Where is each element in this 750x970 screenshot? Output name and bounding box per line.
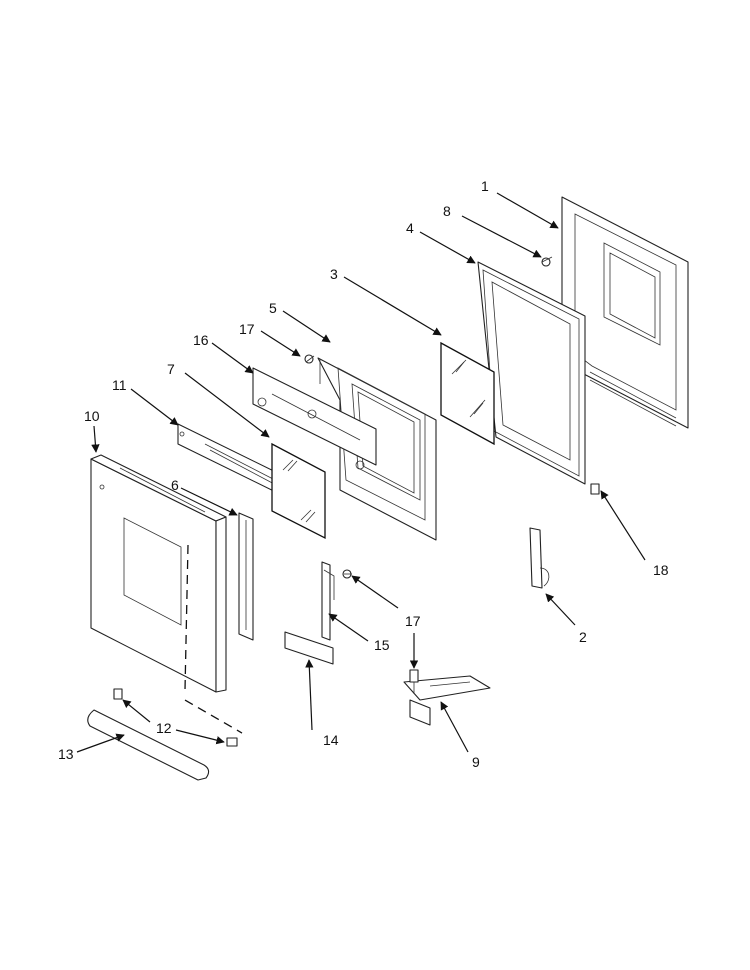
screw-17-top-icon — [304, 354, 315, 364]
part-outer-glass — [271, 442, 326, 540]
callout-10: 10 — [84, 408, 100, 424]
leader-lines — [76, 192, 646, 753]
screw-12-a-icon — [113, 688, 123, 700]
callout-16: 16 — [193, 332, 209, 348]
part-hinge-bracket — [321, 561, 335, 641]
screw-18-icon — [590, 483, 600, 495]
callout-13: 13 — [58, 746, 74, 762]
callout-7: 7 — [167, 361, 175, 377]
callout-8: 8 — [443, 203, 451, 219]
callout-9: 9 — [472, 754, 480, 770]
part-bracket-plate — [284, 631, 334, 665]
callout-4: 4 — [406, 220, 414, 236]
callout-17-mid: 17 — [405, 613, 421, 629]
part-bottom-bracket — [403, 675, 491, 726]
callout-5: 5 — [269, 300, 277, 316]
callout-18: 18 — [653, 562, 669, 578]
part-shield-panel — [252, 367, 377, 466]
part-side-trim — [238, 512, 254, 641]
callout-6: 6 — [171, 477, 179, 493]
callout-labels: 1 8 4 3 5 17 16 7 11 10 6 18 17 2 15 12 … — [58, 178, 669, 770]
callout-3: 3 — [330, 266, 338, 282]
screw-12-b-icon — [226, 737, 238, 747]
callout-14: 14 — [323, 732, 339, 748]
callout-15: 15 — [374, 637, 390, 653]
part-inner-glass — [440, 341, 495, 446]
part-hinge — [529, 527, 550, 589]
screw-8-icon — [541, 256, 553, 267]
callout-2: 2 — [579, 629, 587, 645]
callout-1: 1 — [481, 178, 489, 194]
screw-icons — [113, 256, 600, 747]
part-door-frame-assembly — [317, 357, 437, 541]
callout-17-top: 17 — [239, 321, 255, 337]
callout-12: 12 — [156, 720, 172, 736]
part-door-handle — [87, 709, 210, 781]
screw-17-low-icon — [409, 669, 419, 694]
callout-11: 11 — [112, 377, 127, 393]
part-outer-door-panel — [90, 454, 227, 693]
screw-17-mid-icon — [342, 569, 352, 579]
alignment-line — [184, 544, 243, 734]
